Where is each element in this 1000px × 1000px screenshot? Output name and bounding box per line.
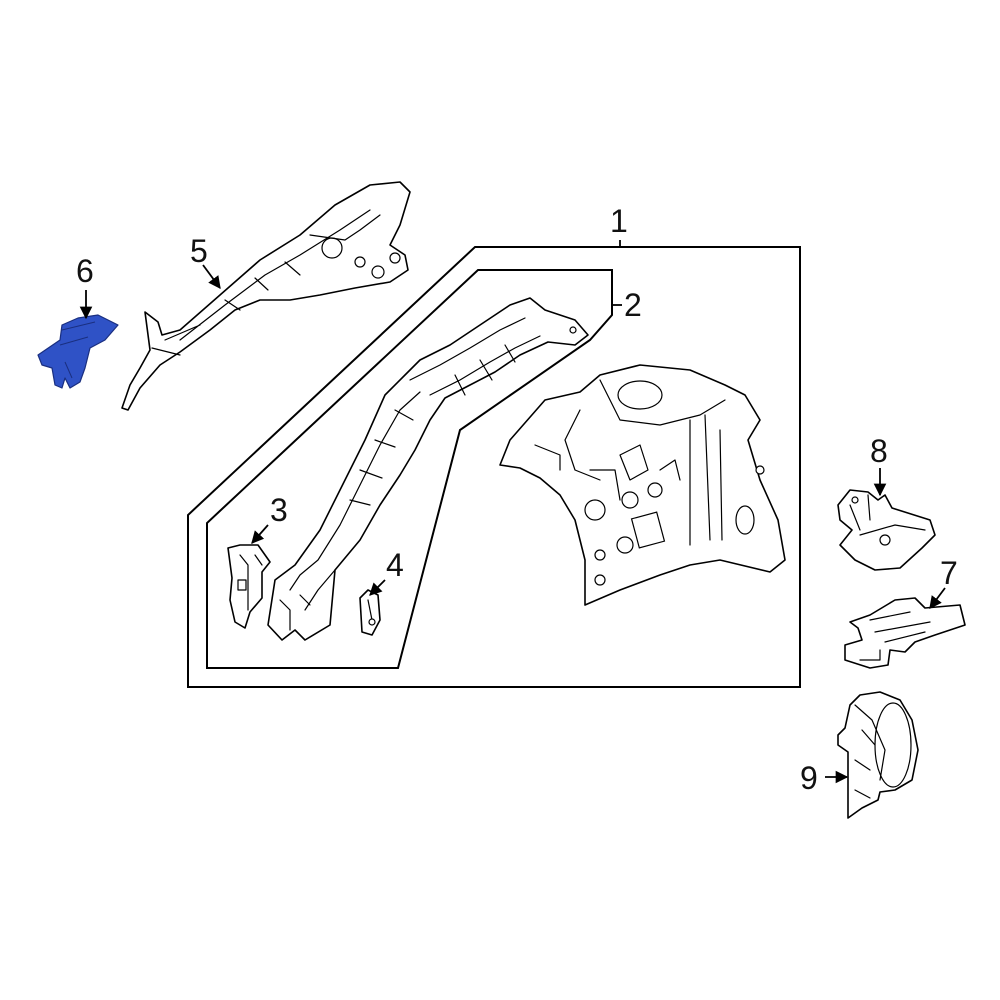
callout-2[interactable]: 2	[624, 287, 642, 323]
part-1-wheelhouse-panel[interactable]	[499, 364, 786, 606]
part-5-upper-rail[interactable]	[121, 181, 411, 411]
part-3-bracket[interactable]	[227, 544, 271, 629]
callout-7[interactable]: 7	[940, 555, 958, 591]
assembly-frame-2	[206, 269, 613, 669]
callout-9[interactable]: 9	[800, 760, 818, 796]
assembly-frame-1	[187, 246, 801, 688]
part-7-bracket[interactable]	[844, 597, 966, 669]
leader-3	[251, 524, 269, 544]
callout-8[interactable]: 8	[870, 433, 888, 469]
part-4-small-bracket[interactable]	[359, 589, 381, 636]
part-2-wheel-arch-reinforcement[interactable]	[267, 297, 589, 641]
callout-4[interactable]: 4	[386, 547, 404, 583]
callout-5[interactable]: 5	[190, 233, 208, 269]
callout-3[interactable]: 3	[270, 492, 288, 528]
leader-4	[369, 579, 386, 596]
part-8-bracket[interactable]	[837, 489, 936, 571]
part-9-bracket[interactable]	[837, 691, 919, 819]
part-6-highlighted-bracket[interactable]	[37, 314, 119, 389]
callout-6[interactable]: 6	[76, 253, 94, 289]
leader-7	[929, 587, 946, 610]
leader-5	[202, 264, 221, 290]
callout-1[interactable]: 1	[610, 203, 628, 239]
